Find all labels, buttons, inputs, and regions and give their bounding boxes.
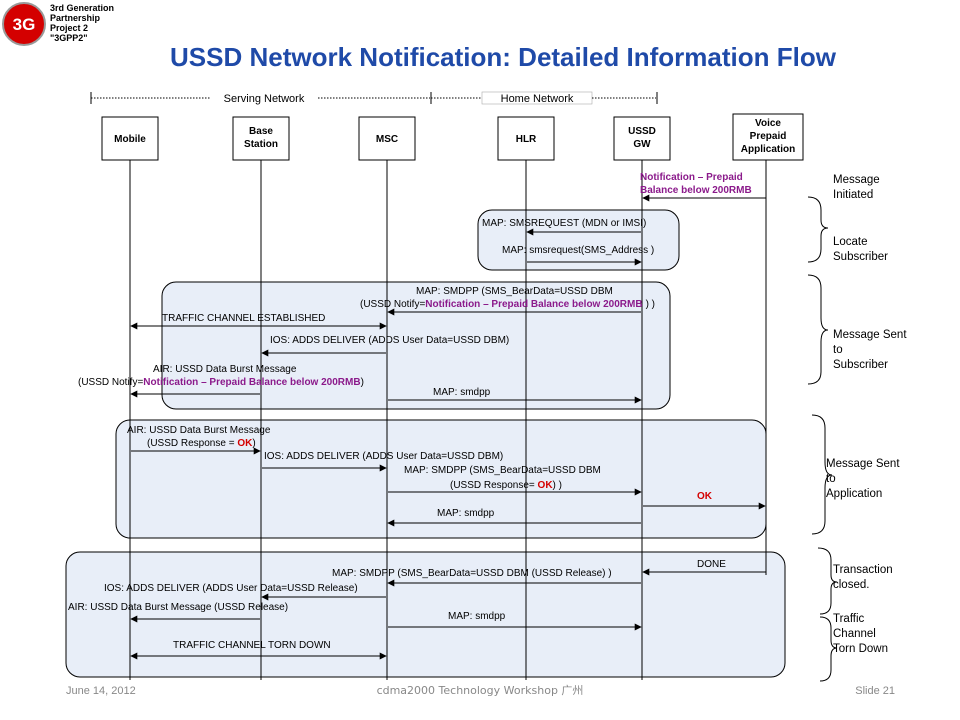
svg-text:MAP: smsrequest(SMS_Address ): MAP: smsrequest(SMS_Address ) — [502, 245, 654, 256]
svg-text:Voice: Voice — [755, 118, 781, 129]
footer-slide-number: Slide 21 — [855, 685, 895, 697]
svg-text:MAP: smdpp: MAP: smdpp — [437, 508, 495, 519]
footer-date: June 14, 2012 — [66, 685, 136, 697]
svg-text:Prepaid: Prepaid — [750, 131, 787, 142]
message-smsrequest-response: MAP: smsrequest(SMS_Address ) — [502, 245, 654, 266]
svg-text:AIR: USSD Data Burst Message: AIR: USSD Data Burst Message — [153, 364, 297, 375]
svg-text:Subscriber: Subscriber — [833, 359, 888, 371]
svg-text:Base: Base — [249, 126, 273, 137]
phase-message-initiated: Message Initiated — [833, 174, 880, 201]
locate-subscriber-box — [477, 209, 680, 271]
logo-circle — [3, 3, 45, 45]
message-smdpp-release: MAP: SMDPP (SMS_BearData=USSD DBM (USSD … — [332, 568, 641, 587]
phase-transaction-closed: Transaction closed. — [833, 564, 893, 591]
serving-network-label: Serving Network — [224, 93, 305, 105]
entity-hlr: HLR — [497, 116, 555, 161]
svg-text:IOS: ADDS DELIVER (ADDS User D: IOS: ADDS DELIVER (ADDS User Data=USSD D… — [270, 335, 509, 346]
svg-text:to: to — [826, 473, 836, 485]
svg-text:GW: GW — [633, 139, 651, 150]
svg-text:Message Sent: Message Sent — [833, 329, 907, 341]
svg-text:MAP: SMSREQUEST (MDN or IMSI): MAP: SMSREQUEST (MDN or IMSI) — [482, 218, 646, 229]
svg-text:Application: Application — [741, 144, 795, 155]
svg-text:Notification – Prepaid: Notification – Prepaid — [640, 172, 743, 183]
svg-text:Message Sent: Message Sent — [826, 458, 900, 470]
svg-text:Balance below 200RMB: Balance below 200RMB — [640, 185, 752, 196]
3gpp2-logo: 3G 3rd Generation Partnership Project 2 … — [2, 2, 114, 46]
svg-text:TRAFFIC CHANNEL ESTABLISHED: TRAFFIC CHANNEL ESTABLISHED — [162, 313, 325, 324]
svg-text:(USSD Response = OK): (USSD Response = OK) — [147, 438, 256, 449]
svg-text:IOS: ADDS DELIVER (ADDS User D: IOS: ADDS DELIVER (ADDS User Data=USSD R… — [104, 583, 358, 594]
logo-badge: 3G — [13, 15, 36, 34]
phase-message-sent-to-subscriber: Message Sent to Subscriber — [833, 329, 907, 371]
svg-text:AIR: USSD Data Burst Message: AIR: USSD Data Burst Message — [127, 425, 271, 436]
message-air-response: AIR: USSD Data Burst Message (USSD Respo… — [127, 425, 271, 455]
phase-message-sent-to-application: Message Sent to Application — [826, 458, 900, 500]
entity-base-station: Base Station — [232, 116, 290, 161]
message-smdpp-notify: MAP: SMDPP (SMS_BearData=USSD DBM (USSD … — [360, 286, 655, 316]
message-map-smdpp-1: MAP: smdpp — [388, 387, 642, 404]
logo-line-4: "3GPP2" — [50, 33, 88, 43]
message-ios-adds-release: IOS: ADDS DELIVER (ADDS User Data=USSD R… — [104, 583, 386, 601]
message-traffic-channel-torn-down: TRAFFIC CHANNEL TORN DOWN — [130, 640, 387, 660]
svg-text:Message: Message — [833, 174, 880, 186]
phase-locate-subscriber: Locate Subscriber — [833, 236, 888, 263]
svg-text:MAP: SMDPP (SMS_BearData=USSD: MAP: SMDPP (SMS_BearData=USSD DBM — [416, 286, 613, 297]
svg-text:Mobile: Mobile — [114, 134, 146, 145]
entity-mobile: Mobile — [101, 116, 159, 161]
entity-ussd-gw: USSD GW — [613, 116, 671, 161]
message-notification: Notification – Prepaid Balance below 200… — [640, 172, 766, 202]
message-smsrequest: MAP: SMSREQUEST (MDN or IMSI) — [482, 218, 646, 236]
network-boundaries: Serving Network Home Network — [90, 91, 658, 105]
svg-text:Torn Down: Torn Down — [833, 643, 888, 655]
message-ios-adds-deliver: IOS: ADDS DELIVER (ADDS User Data=USSD D… — [261, 335, 509, 357]
logo-line-2: Partnership — [50, 13, 101, 23]
svg-text:closed.: closed. — [833, 579, 869, 591]
svg-text:(USSD Notify=Notification – Pr: (USSD Notify=Notification – Prepaid Bala… — [78, 377, 364, 388]
message-ios-adds-deliver-2: IOS: ADDS DELIVER (ADDS User Data=USSD D… — [262, 451, 503, 472]
message-map-smdpp-2: MAP: smdpp — [387, 508, 641, 527]
entity-msc: MSC — [358, 116, 416, 161]
message-smdpp-response: MAP: SMDPP (SMS_BearData=USSD DBM (USSD … — [388, 465, 642, 496]
message-ok: OK — [643, 491, 766, 510]
message-done: DONE — [642, 559, 766, 576]
svg-text:Subscriber: Subscriber — [833, 251, 888, 263]
svg-text:AIR: USSD Data Burst Message (: AIR: USSD Data Burst Message (USSD Relea… — [68, 602, 288, 613]
svg-text:Transaction: Transaction — [833, 564, 893, 576]
svg-text:IOS: ADDS DELIVER (ADDS User D: IOS: ADDS DELIVER (ADDS User Data=USSD D… — [264, 451, 503, 462]
svg-text:Channel: Channel — [833, 628, 876, 640]
svg-text:Application: Application — [826, 488, 882, 500]
phase-traffic-channel-torn-down: Traffic Channel Torn Down — [833, 613, 888, 655]
svg-text:MSC: MSC — [376, 134, 398, 145]
logo-line-3: Project 2 — [50, 23, 88, 33]
svg-text:(USSD Notify=Notification – Pr: (USSD Notify=Notification – Prepaid Bala… — [360, 299, 655, 310]
svg-text:to: to — [833, 344, 843, 356]
svg-text:Initiated: Initiated — [833, 189, 873, 201]
lifelines — [129, 160, 767, 680]
page-title: USSD Network Notification: Detailed Info… — [170, 42, 837, 72]
logo-line-1: 3rd Generation — [50, 3, 114, 13]
message-to-subscriber-box — [161, 281, 671, 410]
svg-text:USSD: USSD — [628, 126, 656, 137]
svg-text:TRAFFIC CHANNEL TORN DOWN: TRAFFIC CHANNEL TORN DOWN — [173, 640, 331, 651]
phase-braces — [807, 196, 838, 682]
message-air-data-burst: AIR: USSD Data Burst Message (USSD Notif… — [78, 364, 364, 398]
message-map-smdpp-3: MAP: smdpp — [388, 611, 642, 631]
message-traffic-channel-established: TRAFFIC CHANNEL ESTABLISHED — [130, 313, 387, 330]
svg-text:MAP: smdpp: MAP: smdpp — [433, 387, 491, 398]
svg-text:MAP: smdpp: MAP: smdpp — [448, 611, 506, 622]
message-air-release: AIR: USSD Data Burst Message (USSD Relea… — [68, 602, 288, 623]
svg-text:Locate: Locate — [833, 236, 868, 248]
footer-workshop: cdma2000 Technology Workshop 广州 — [377, 684, 584, 697]
svg-text:DONE: DONE — [697, 559, 726, 570]
svg-text:OK: OK — [697, 491, 713, 502]
svg-text:HLR: HLR — [516, 134, 537, 145]
svg-text:(USSD Response= OK) ): (USSD Response= OK) ) — [450, 480, 562, 491]
entity-voice-prepaid-application: Voice Prepaid Application — [732, 113, 804, 161]
svg-text:Traffic: Traffic — [833, 613, 865, 625]
svg-text:MAP: SMDPP (SMS_BearData=USSD: MAP: SMDPP (SMS_BearData=USSD DBM — [404, 465, 601, 476]
svg-text:MAP: SMDPP (SMS_BearData=USSD: MAP: SMDPP (SMS_BearData=USSD DBM (USSD … — [332, 568, 612, 579]
svg-text:Station: Station — [244, 139, 278, 150]
home-network-label: Home Network — [501, 93, 574, 105]
